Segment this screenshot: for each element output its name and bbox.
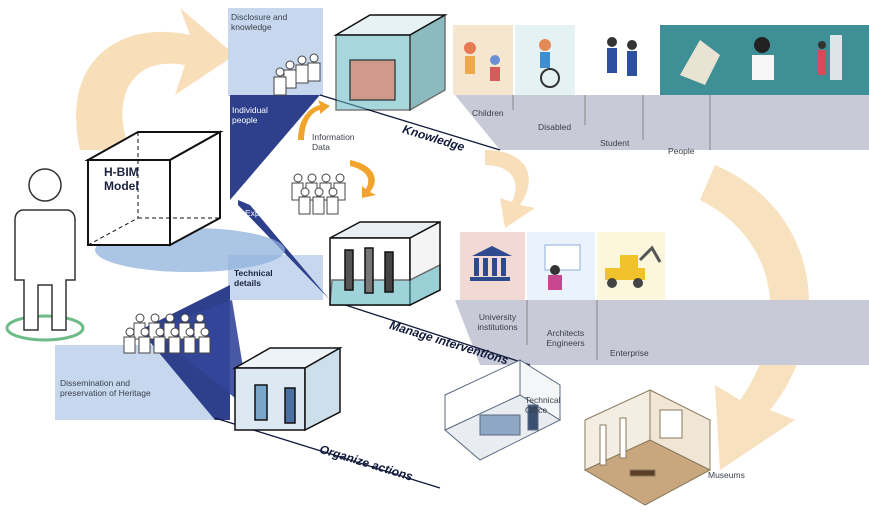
curved-arrow-icon <box>485 150 535 228</box>
label-disabled: Disabled <box>538 122 572 132</box>
ground-ring <box>5 314 85 342</box>
fan-top <box>230 95 320 200</box>
label-student: Student <box>600 138 630 148</box>
cube-icon <box>329 220 441 307</box>
curved-arrow-icon <box>700 165 809 470</box>
curved-arrow-icon <box>298 100 330 140</box>
group-icon <box>273 53 321 96</box>
label-architects: Architects Engineers <box>546 328 585 348</box>
curved-arrow-icon <box>76 8 236 150</box>
person-icon <box>14 168 76 331</box>
dissemination-label: Dissemination and preservation of Herita… <box>60 378 151 398</box>
museum-illustration <box>583 389 712 506</box>
wheelchair-icon <box>539 39 560 88</box>
group-icon <box>291 173 346 215</box>
cube-icon <box>232 346 343 432</box>
experts-label: Experts <box>245 208 274 218</box>
university-icon <box>470 246 512 281</box>
disclosure-label: Disclosure and knowledge <box>231 12 288 32</box>
label-technical-office: Technical Office <box>525 395 561 415</box>
technical-details-label: Technical details <box>234 268 273 288</box>
curved-arrow-icon <box>350 160 376 198</box>
label-university: University institutions <box>477 312 518 332</box>
cube-icon <box>333 13 448 112</box>
technical-office-illustration <box>444 359 562 461</box>
knowledge-band <box>455 95 869 150</box>
group-icon <box>123 313 211 354</box>
label-museums: Museums <box>708 470 745 480</box>
excavator-icon <box>605 245 662 288</box>
model-title-line2: Model <box>104 179 139 193</box>
hbim-cube <box>84 130 224 247</box>
manage-band <box>455 300 869 365</box>
label-children: Children <box>472 108 504 118</box>
label-enterprise: Enterprise <box>610 348 649 358</box>
label-people: People <box>668 146 695 156</box>
model-title-line1: H-BIM <box>104 165 139 179</box>
information-data-label: Information Data <box>312 132 355 152</box>
individual-people-label: Individual people <box>232 105 268 125</box>
